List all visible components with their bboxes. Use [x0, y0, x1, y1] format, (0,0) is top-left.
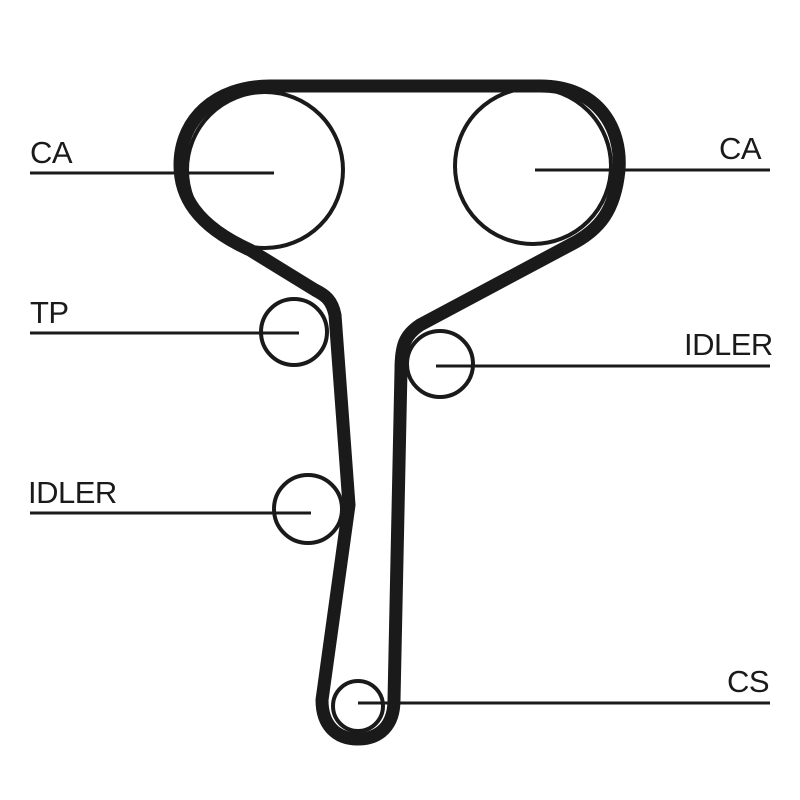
label-tp: TP: [30, 295, 69, 330]
idler-pulley-left: [272, 473, 344, 545]
crankshaft-pulley: [331, 679, 385, 733]
label-ca-left: CA: [30, 135, 73, 170]
idler-pulley-right: [405, 329, 475, 399]
label-idler-right: IDLER: [684, 327, 773, 362]
timing-belt: [173, 79, 626, 746]
label-ca-right: CA: [719, 131, 762, 166]
camshaft-pulley-right: [453, 86, 613, 246]
label-idler-left: IDLER: [28, 475, 117, 510]
label-cs: CS: [727, 664, 770, 699]
camshaft-pulley-left: [185, 90, 345, 250]
